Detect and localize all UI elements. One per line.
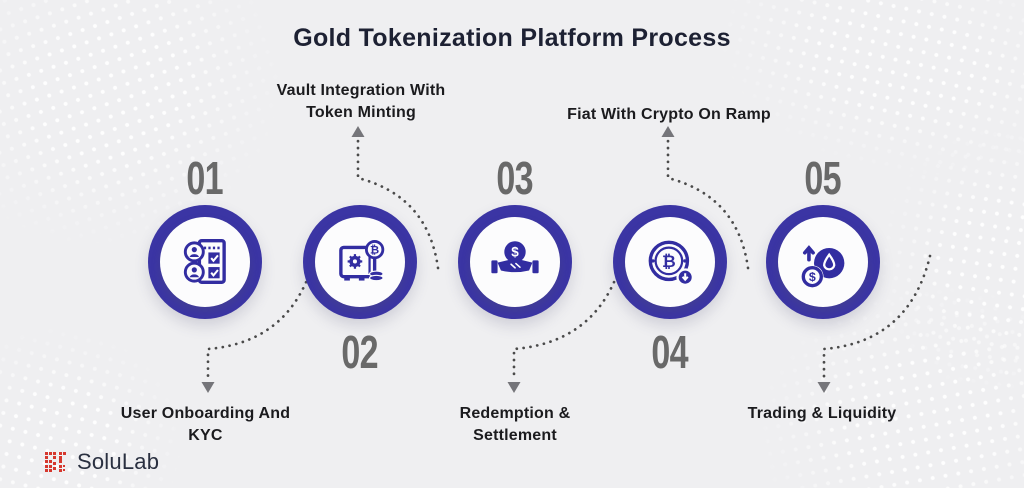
- connector-step4-up-icon: [666, 135, 750, 270]
- solulab-mark-icon: [45, 452, 66, 472]
- bitcoin-onramp-icon: ₿: [648, 240, 694, 286]
- step-label-trading: Trading & Liquidity: [747, 405, 897, 422]
- step-circle-5: $: [766, 205, 880, 319]
- arrowhead-down-icon: [201, 382, 215, 393]
- step-label-vault-integration: Vault Integration With Token Minting: [276, 82, 446, 121]
- step-number-01: 01: [186, 152, 224, 204]
- trading-liquidity-icon: $: [801, 245, 845, 288]
- svg-text:$: $: [511, 245, 519, 260]
- step-label-user-onboarding: User Onboarding And KYC: [120, 405, 291, 444]
- kyc-checklist-icon: [183, 238, 226, 284]
- step-number-05: 05: [804, 152, 842, 204]
- step-number-02: 02: [341, 326, 379, 378]
- logo-wordmark: SoluLab: [77, 449, 160, 474]
- arrowhead-down-icon: [507, 382, 521, 393]
- arrowhead-up-icon: [351, 126, 365, 137]
- vault-token-minting-icon: ₿: [339, 240, 385, 282]
- connector-step5-down-icon: [822, 254, 932, 382]
- connector-step2-up-icon: [356, 135, 440, 270]
- step-circle-1: [148, 205, 262, 319]
- solulab-logo: SoluLab: [44, 449, 159, 475]
- handshake-dollar-icon: $: [491, 241, 539, 274]
- arrowhead-up-icon: [661, 126, 675, 137]
- page-title: Gold Tokenization Platform Process: [293, 24, 731, 52]
- svg-text:$: $: [809, 270, 816, 284]
- step-circle-4: ₿: [613, 205, 727, 319]
- step-label-fiat-onramp: Fiat With Crypto On Ramp: [567, 106, 771, 123]
- step-circle-3: $: [458, 205, 572, 319]
- step-circle-2: ₿: [303, 205, 417, 319]
- svg-text:₿: ₿: [370, 245, 379, 257]
- step-label-redemption: Redemption & Settlement: [459, 405, 571, 444]
- step-number-04: 04: [651, 326, 689, 378]
- svg-text:₿: ₿: [662, 252, 676, 271]
- arrowhead-down-icon: [817, 382, 831, 393]
- step-number-03: 03: [496, 152, 534, 204]
